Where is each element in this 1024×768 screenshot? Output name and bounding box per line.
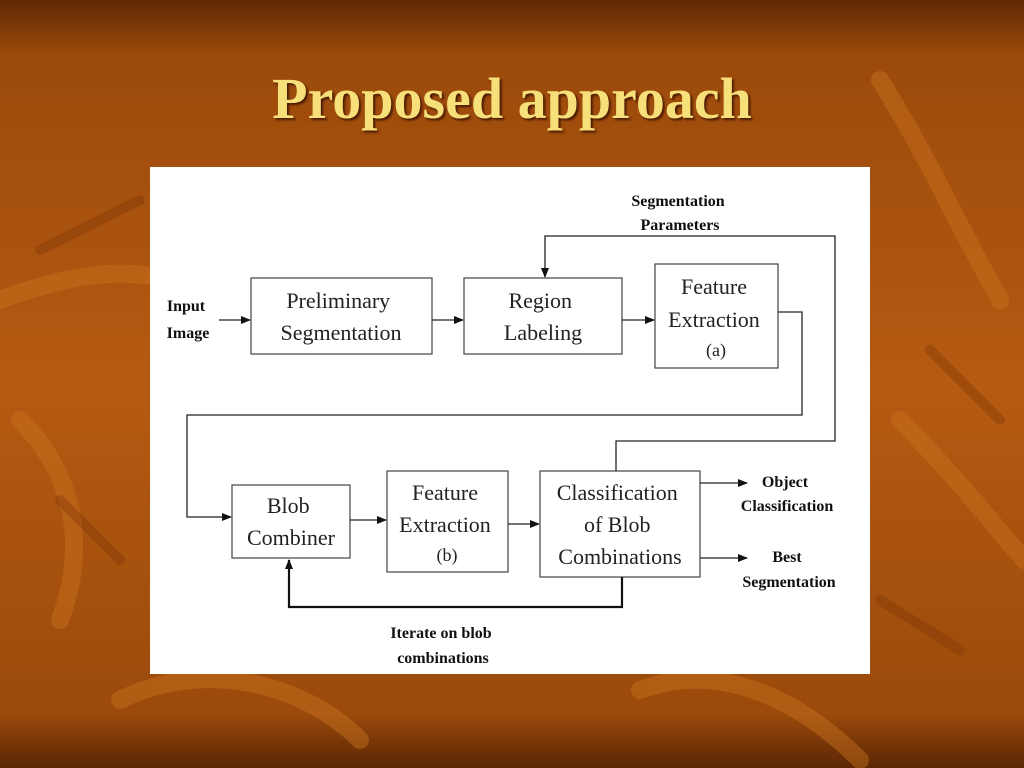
svg-text:Region Labeling: Region Labeling: [504, 288, 582, 345]
iterate-loop: [285, 559, 624, 609]
iterate-label: Iterate on blob combinations: [390, 625, 495, 667]
region-labeling-box: Region Labeling: [463, 277, 623, 355]
classification-box: Classification of Blob Combinations: [539, 470, 701, 578]
diagram-panel: Input Image Segmentation Parameters Prel…: [150, 167, 870, 674]
input-image-label: Input Image: [167, 298, 210, 342]
segmentation-parameters-label: Segmentation Parameters: [631, 193, 728, 234]
object-classification-label: Object Classification: [741, 474, 834, 515]
svg-text:Feature Extraction: Feature Extraction (a): [668, 274, 764, 361]
flow-diagram: Input Image Segmentation Parameters Prel…: [167, 193, 836, 667]
slide-title: Proposed approach: [272, 66, 752, 131]
svg-text:Feature Extraction: Feature Extraction (b): [399, 480, 495, 566]
feature-extraction-b-box: Feature Extraction (b): [386, 470, 509, 573]
arrow-feature-a-to-blob-combiner: [186, 311, 803, 521]
svg-text:Preliminary Segmentati: Preliminary Segmentation: [281, 288, 402, 345]
feature-extraction-a-box: Feature Extraction (a): [654, 263, 779, 369]
svg-text:Blob Combiner: Blob Combiner: [247, 493, 336, 550]
svg-text:Classification of Blob: Classification of Blob Combinations: [557, 480, 683, 569]
blob-combiner-box: Blob Combiner: [231, 484, 351, 559]
preliminary-segmentation-box: Preliminary Segmentation: [250, 277, 433, 355]
best-segmentation-label: Best Segmentation: [742, 549, 835, 591]
segmentation-parameters-loop: [541, 235, 836, 471]
